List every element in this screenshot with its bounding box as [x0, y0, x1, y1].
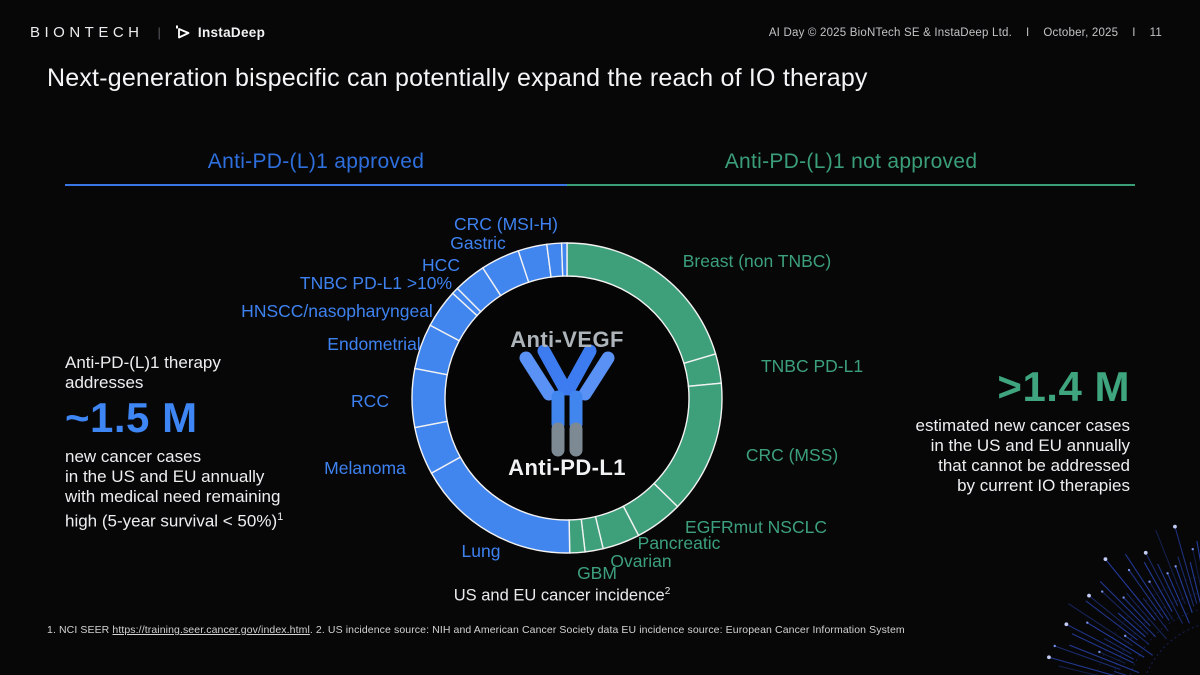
left-stat-desc-last: high (5-year survival < 50%)1 — [65, 507, 315, 532]
brand-separator: | — [157, 25, 161, 40]
donut-segment-label: HNSCC/nasopharyngeal — [241, 301, 433, 321]
left-stat-value: ~1.5 M — [65, 394, 198, 441]
donut-segment-label: HCC — [422, 255, 460, 275]
biontech-logo: BIONTECH — [30, 24, 144, 41]
antibody-icon — [519, 344, 615, 457]
donut-segment — [456, 266, 502, 313]
donut-center-circle — [446, 277, 688, 519]
donut-segment-label: Endometrial — [327, 334, 421, 354]
instadeep-triangle-icon — [175, 25, 190, 39]
footnotes: 1. NCI SEER https://training.seer.cancer… — [47, 624, 905, 636]
donut-segment-label: RCC — [351, 391, 389, 411]
footnote-marker-1: 1 — [277, 511, 284, 523]
donut-segment-label: Pancreatic — [637, 533, 721, 553]
footnote-marker-2: 2 — [664, 586, 671, 597]
column-header-not-approved: Anti-PD-(L)1 not approved — [724, 150, 978, 173]
donut-segment — [414, 324, 461, 376]
copyright-text: AI Day © 2025 BioNTech SE & InstaDeep Lt… — [768, 26, 1012, 39]
donut-segment — [429, 292, 479, 342]
donut-segment — [683, 353, 723, 388]
donut-segment — [545, 242, 564, 278]
footnote-suffix: . 2. US incidence source: NIH and Americ… — [309, 624, 905, 636]
column-header-approved: Anti-PD-(L)1 approved — [207, 150, 425, 173]
chart-caption-text: US and EU cancer incidence — [453, 586, 665, 605]
donut-segment — [568, 518, 586, 554]
instadeep-logo: InstaDeep — [175, 24, 265, 41]
meta-separator: I — [1132, 26, 1136, 39]
slide-date: October, 2025 — [1043, 26, 1119, 39]
instadeep-logo-text: InstaDeep — [197, 25, 266, 40]
donut-segment-label: Breast (non TNBC) — [682, 251, 832, 271]
donut-segment — [566, 242, 717, 365]
donut-segment — [560, 242, 568, 277]
donut-segment-label: Melanoma — [324, 458, 406, 478]
slide-meta: AI Day © 2025 BioNTech SE & InstaDeep Lt… — [769, 27, 1162, 39]
footnote-prefix: 1. NCI SEER — [47, 624, 113, 636]
brand-row: BIONTECH | InstaDeep — [30, 24, 265, 41]
center-label-anti-vegf: Anti-VEGF — [510, 327, 624, 352]
approved-underline — [65, 184, 567, 186]
donut-segment-label: TNBC PD-L1 >10% — [299, 273, 453, 293]
center-label-anti-pd-l1: Anti-PD-L1 — [508, 455, 626, 480]
donut-segment-label: Gastric — [450, 233, 506, 253]
donut-segment — [580, 515, 605, 553]
page-title: Next-generation bispecific can potential… — [47, 64, 868, 92]
donut-segment — [653, 382, 723, 508]
donut-segment — [481, 249, 530, 297]
donut-segment — [411, 367, 449, 429]
donut-segment — [594, 505, 640, 550]
donut-segment-label: EGFRmut NSCLC — [685, 517, 827, 537]
donut-segment — [622, 482, 679, 537]
donut-segment-label: Lung — [461, 541, 501, 561]
donut-segment-label: TNBC PD-L1 — [760, 356, 864, 376]
seer-link[interactable]: https://training.seer.cancer.gov/index.h… — [112, 624, 310, 636]
decorative-network-graphic — [1047, 524, 1200, 675]
left-stat-desc-last-text: high (5-year survival < 50%) — [65, 511, 278, 531]
meta-separator: I — [1025, 26, 1030, 39]
donut-segments — [411, 242, 723, 554]
top-bar: BIONTECH | InstaDeep AI Day © 2025 BioNT… — [30, 24, 1162, 41]
right-stat-value: >1.4 M — [997, 363, 1130, 410]
page-number: 11 — [1149, 26, 1162, 39]
donut-segment-label: CRC (MSS) — [745, 445, 839, 465]
donut-segment — [517, 243, 552, 284]
chart-caption: US and EU cancer incidence2 — [454, 586, 671, 606]
donut-segment-label: CRC (MSI-H) — [453, 214, 559, 234]
not-approved-underline — [567, 184, 1135, 186]
donut-segment-label: GBM — [577, 563, 617, 583]
donut-segment-label: Ovarian — [610, 551, 672, 571]
donut-segment — [414, 420, 462, 475]
donut-segment — [430, 456, 571, 554]
donut-segment — [451, 287, 482, 317]
